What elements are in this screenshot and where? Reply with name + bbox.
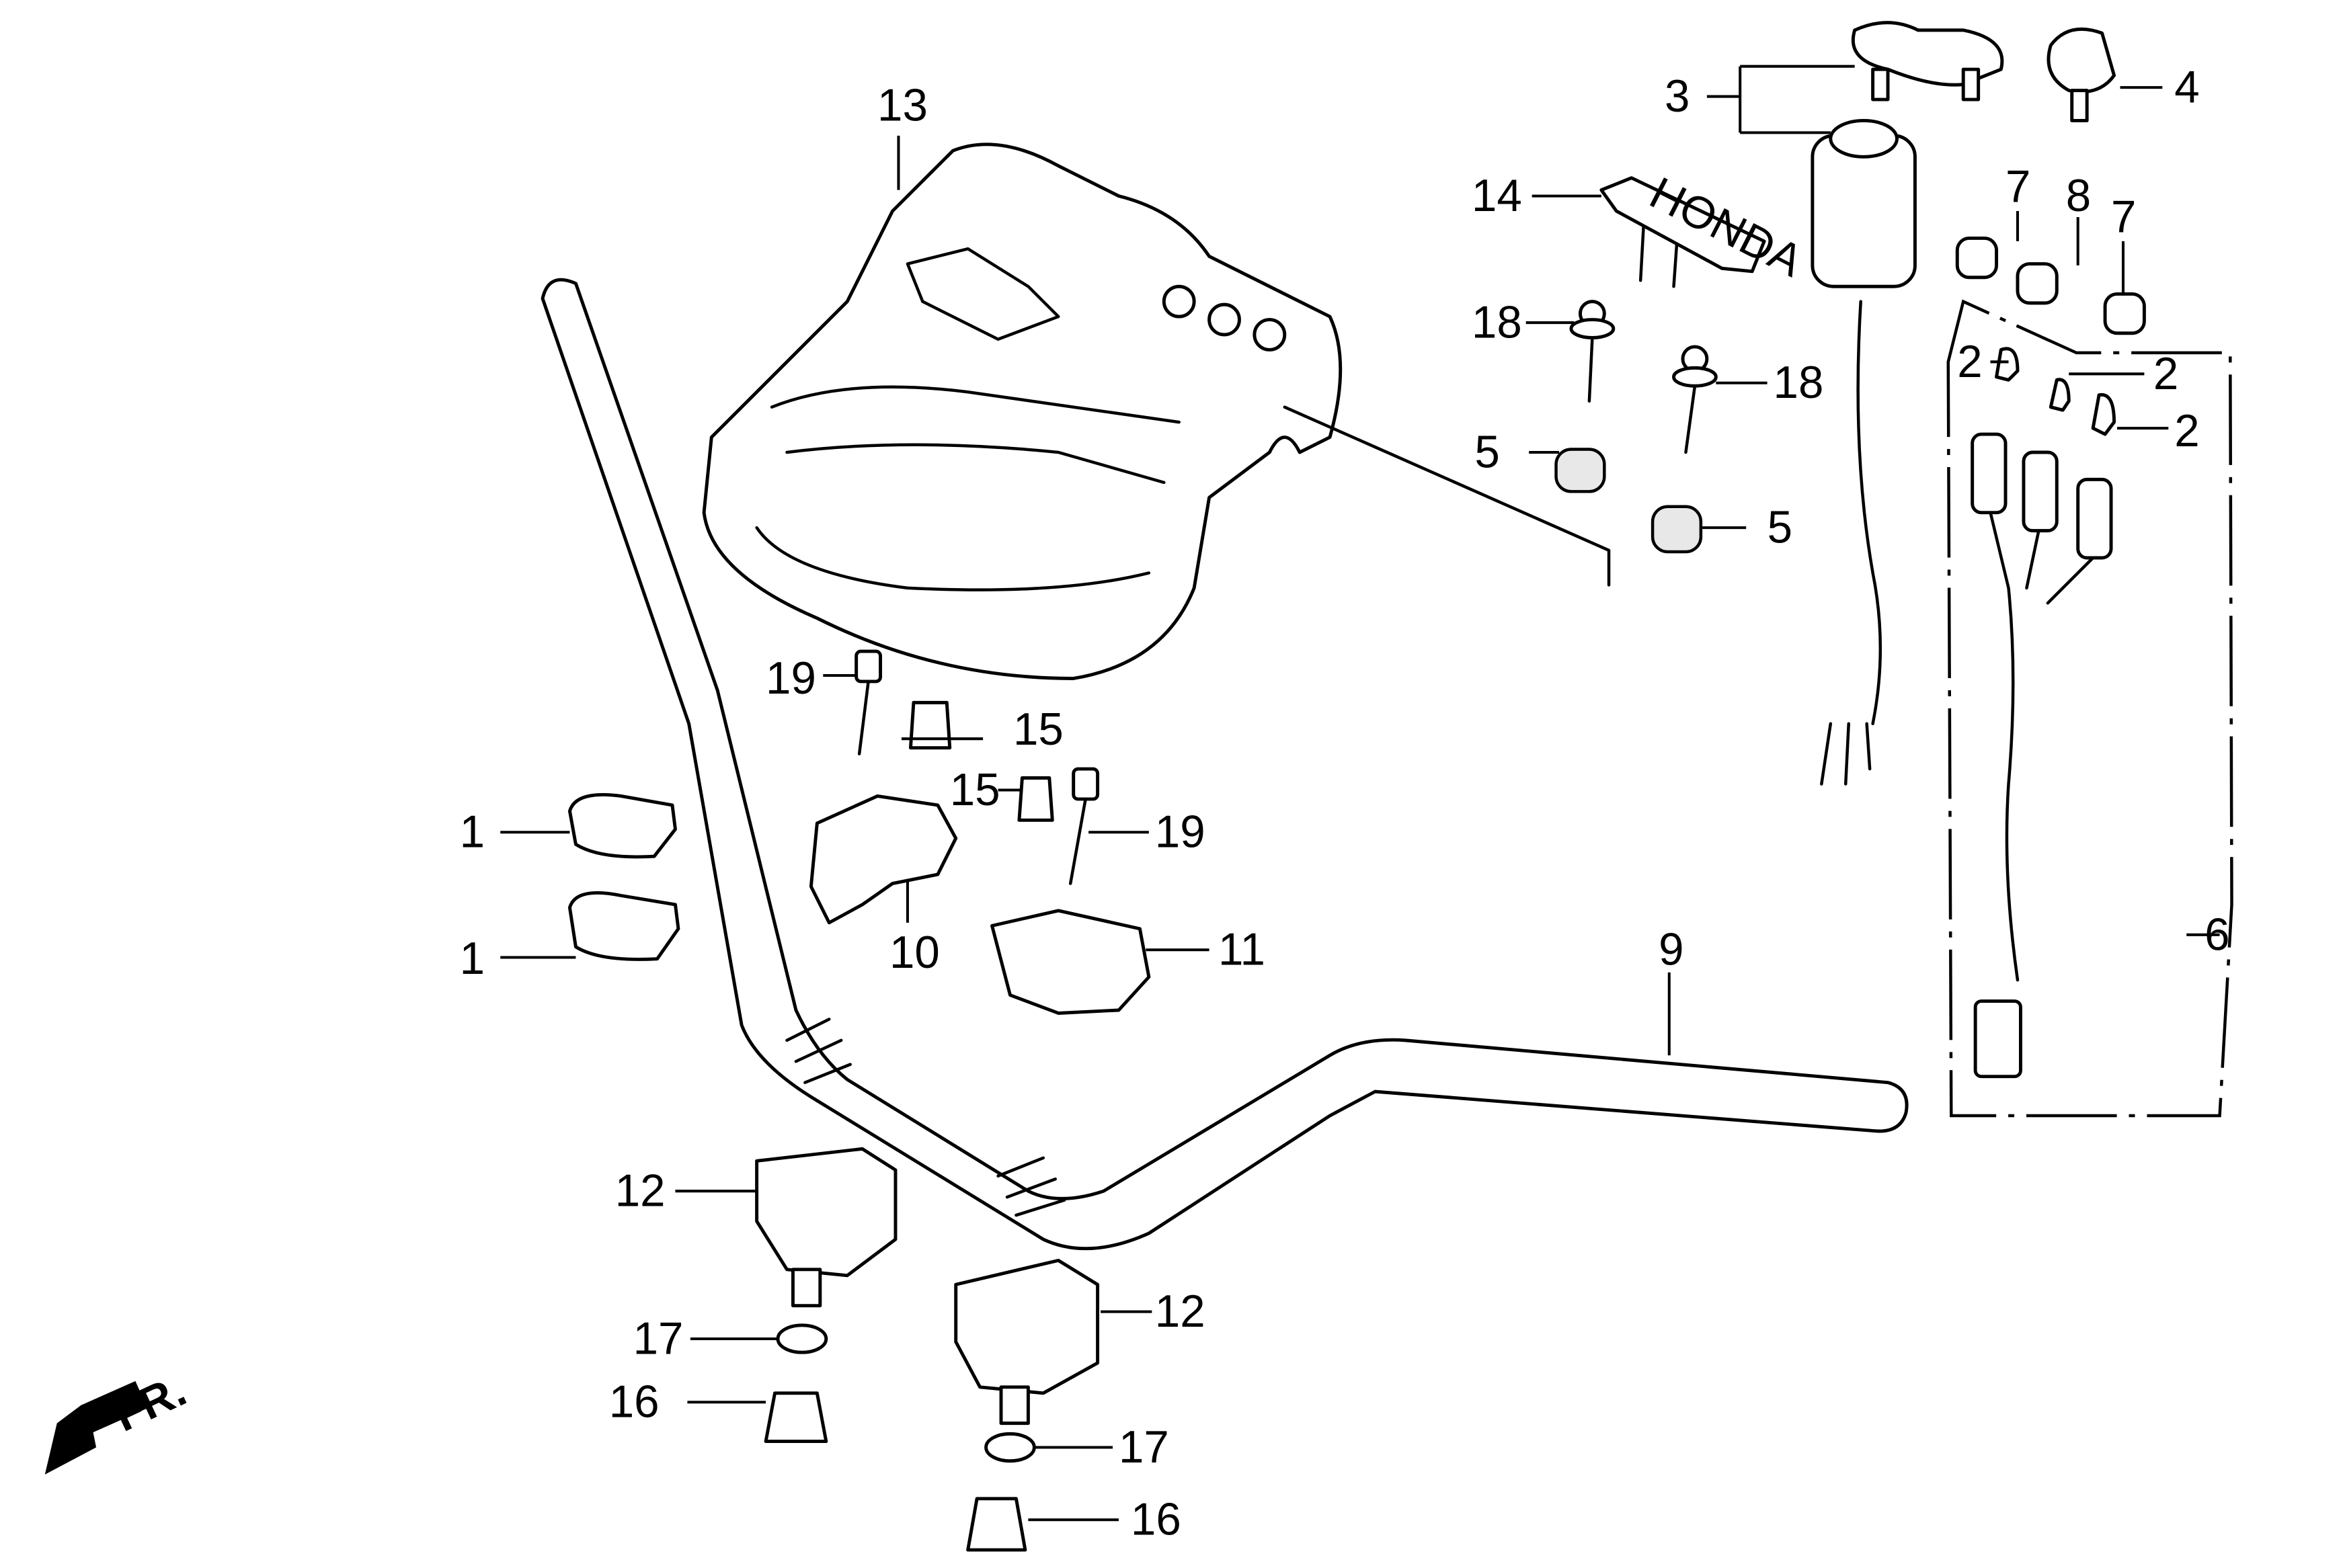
callout-3: 3 <box>1665 71 1690 122</box>
callout-16: 16 <box>1131 1495 1181 1545</box>
bolts-collars <box>855 649 1100 885</box>
callout-19: 19 <box>766 653 816 704</box>
harness-boundary <box>1946 299 2233 1118</box>
lens-caps <box>1955 236 2146 335</box>
screws <box>1569 300 1718 454</box>
callout-11: 11 <box>1218 925 1265 975</box>
callout-18: 18 <box>1472 297 1522 347</box>
callout-15: 15 <box>950 765 1000 815</box>
callout-15: 15 <box>1013 704 1064 755</box>
callout-17: 17 <box>633 1313 684 1364</box>
callout-1: 1 <box>460 807 485 858</box>
ignition-switch <box>1811 118 1917 786</box>
holders <box>755 794 1151 1426</box>
callout-12: 12 <box>615 1166 666 1216</box>
callout-16: 16 <box>609 1377 660 1428</box>
callout-4: 4 <box>2174 63 2199 113</box>
callout-18: 18 <box>1774 358 1824 408</box>
callout-5: 5 <box>1474 427 1499 477</box>
callout-13: 13 <box>877 80 928 130</box>
callout-2: 2 <box>2153 349 2178 399</box>
callout-7: 7 <box>2006 162 2030 212</box>
handlebar-cover <box>702 142 1611 680</box>
callout-14: 14 <box>1472 171 1522 221</box>
callout-2: 2 <box>2174 406 2199 456</box>
callout-12: 12 <box>1155 1286 1205 1337</box>
ignition-keys <box>1851 21 2004 101</box>
callout-5: 5 <box>1768 503 1792 553</box>
front-direction-indicator: FR. <box>44 1365 194 1475</box>
grommets <box>1554 448 1703 554</box>
callout-1: 1 <box>460 934 485 984</box>
callout-labels: 1 1 2 2 2 3 4 5 5 6 7 7 8 9 10 11 12 12 … <box>460 63 2230 1545</box>
arrow-icon <box>44 1380 148 1475</box>
callout-7: 7 <box>2111 192 2136 242</box>
indicator-harness <box>1971 347 2116 1079</box>
callout-8: 8 <box>2066 171 2091 221</box>
callout-17: 17 <box>1119 1422 1169 1473</box>
callout-19: 19 <box>1155 807 1205 858</box>
direction-label: FR. <box>106 1365 194 1442</box>
key <box>2047 27 2116 122</box>
callout-10: 10 <box>889 927 940 978</box>
callout-2: 2 <box>1957 337 1982 387</box>
emblem: HONDA <box>1599 167 1811 288</box>
callout-9: 9 <box>1659 925 1683 975</box>
leader-lines <box>500 65 2220 1522</box>
callout-6: 6 <box>2205 909 2229 960</box>
handlebar-pipe <box>541 278 1909 1251</box>
band-clamps <box>567 793 680 961</box>
